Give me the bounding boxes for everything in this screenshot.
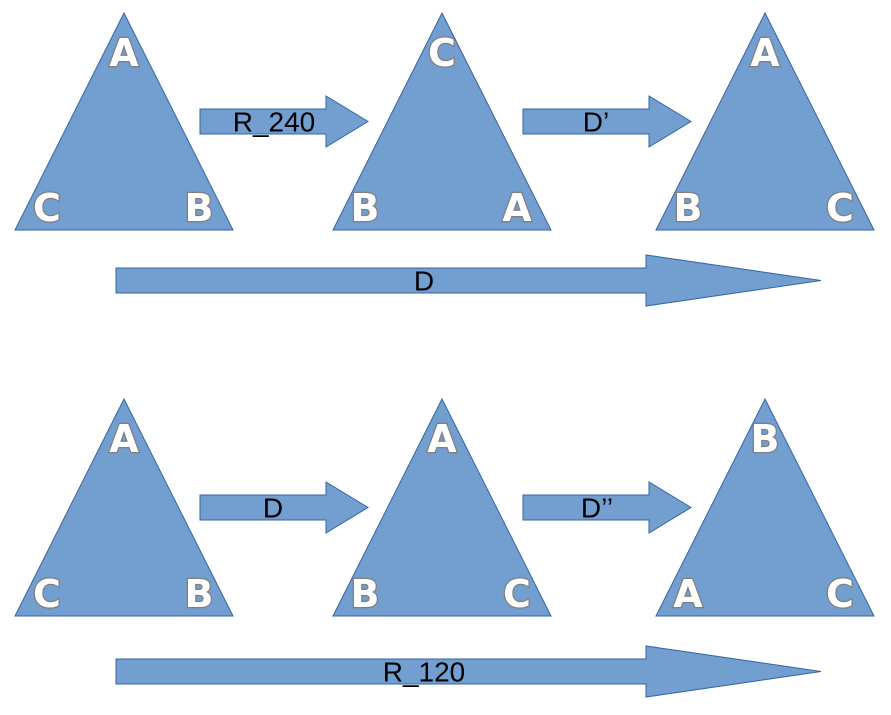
triangle-shape — [332, 397, 552, 617]
triangle-3: B A C — [655, 397, 875, 617]
vertex-label-bottom-left: A — [673, 572, 703, 616]
arrow-shape — [199, 95, 369, 148]
row-1: A C B R_240 C B A D’ A B C — [14, 11, 875, 307]
composite-arrow: D — [115, 254, 822, 307]
row-2: A C B D A B C D’’ B A C — [14, 397, 875, 698]
triangle-shape — [14, 397, 234, 617]
triangle-1: A C B — [14, 11, 234, 231]
arrow-shape — [115, 645, 822, 698]
triangle-shape — [655, 11, 875, 231]
arrow-label: D’ — [583, 107, 609, 138]
vertex-label-top: A — [750, 31, 780, 75]
step-arrow-2: D’’ — [522, 481, 692, 534]
arrow-shape — [522, 481, 692, 534]
vertex-label-bottom-right: B — [185, 572, 214, 616]
arrow-shape — [522, 95, 692, 148]
triangle-shape — [655, 397, 875, 617]
vertex-label-bottom-left: C — [33, 186, 61, 230]
triangle-2: C B A — [332, 11, 552, 231]
vertex-label-bottom-left: C — [33, 572, 61, 616]
triangle-1: A C B — [14, 397, 234, 617]
vertex-label-top: A — [109, 417, 139, 461]
composite-arrow: R_120 — [115, 645, 822, 698]
triangle-shape — [332, 11, 552, 231]
vertex-label-bottom-right: B — [185, 186, 214, 230]
vertex-label-top: C — [428, 31, 456, 75]
vertex-label-top: A — [109, 31, 139, 75]
vertex-label-top: B — [751, 417, 780, 461]
arrow-shape — [115, 254, 822, 307]
vertex-label-bottom-right: C — [503, 572, 531, 616]
step-arrow-1: D — [199, 481, 369, 534]
arrow-label: R_240 — [233, 107, 316, 138]
arrow-shape — [199, 481, 369, 534]
arrow-label: D — [414, 266, 434, 297]
vertex-label-top: A — [427, 417, 457, 461]
vertex-label-bottom-left: B — [674, 186, 703, 230]
vertex-label-bottom-left: B — [351, 572, 380, 616]
arrow-label: D’’ — [581, 493, 613, 524]
triangle-2: A B C — [332, 397, 552, 617]
vertex-label-bottom-right: C — [826, 572, 854, 616]
triangle-3: A B C — [655, 11, 875, 231]
step-arrow-2: D’ — [522, 95, 692, 148]
arrow-label: D — [263, 493, 283, 524]
vertex-label-bottom-right: A — [502, 186, 532, 230]
triangle-shape — [14, 11, 234, 231]
arrow-label: R_120 — [383, 657, 466, 688]
vertex-label-bottom-left: B — [351, 186, 380, 230]
step-arrow-1: R_240 — [199, 95, 369, 148]
vertex-label-bottom-right: C — [826, 186, 854, 230]
